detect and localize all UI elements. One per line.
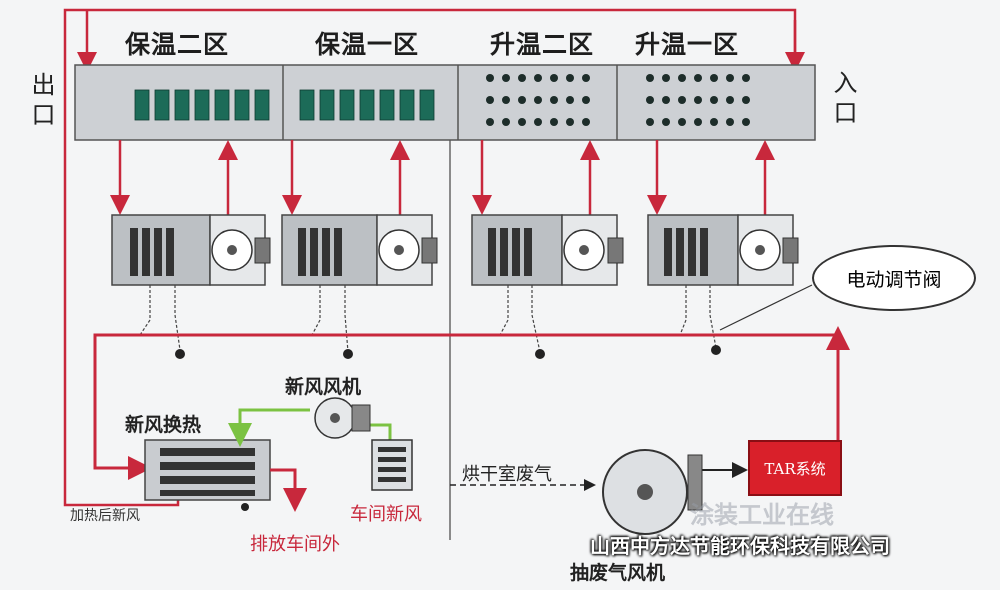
air-handling-unit-3 bbox=[471, 214, 624, 286]
fresh-air-fan-label: 新风风机 bbox=[285, 376, 362, 398]
nozzle-dots bbox=[486, 74, 750, 126]
fresh-air-fan bbox=[314, 397, 371, 439]
zone-label-heat-1: 升温一区 bbox=[635, 30, 740, 59]
company-name: 山西中方达节能环保科技有限公司 bbox=[590, 534, 890, 558]
tar-system: TAR系统 bbox=[748, 440, 842, 496]
air-handling-unit-2 bbox=[281, 214, 438, 286]
outlet-label: 出口 bbox=[27, 72, 55, 132]
air-handling-unit-4 bbox=[647, 214, 799, 286]
valve-actuators bbox=[175, 345, 721, 359]
heat-exchanger-label: 新风换热 bbox=[125, 414, 202, 436]
valve-branches bbox=[139, 285, 717, 353]
heated-fresh-air-label: 加热后新风 bbox=[70, 508, 140, 524]
discharge-outside-label: 排放车间外 bbox=[250, 534, 340, 555]
watermark: 涂装工业在线 bbox=[690, 501, 834, 529]
zone-label-hold-1: 保温一区 bbox=[315, 30, 420, 59]
workshop-fresh-air-label: 车间新风 bbox=[350, 504, 422, 525]
drying-exhaust-label: 烘干室废气 bbox=[462, 464, 552, 485]
zone-label-heat-2: 升温二区 bbox=[490, 30, 595, 59]
fresh-air-green-line bbox=[370, 423, 392, 445]
exhaust-fan bbox=[602, 449, 703, 535]
discharge-arrow bbox=[270, 468, 307, 512]
zone-label-hold-2: 保温二区 bbox=[125, 30, 230, 59]
valve-callout-pointer bbox=[719, 284, 813, 331]
inlet-label: 入口 bbox=[829, 70, 857, 130]
fan-to-exchanger-green bbox=[228, 408, 310, 447]
outer-loop-line bbox=[63, 8, 797, 507]
valve-callout: 电动调节阀 bbox=[812, 245, 976, 311]
fresh-air-heat-exchanger bbox=[144, 439, 271, 501]
air-handling-unit-1 bbox=[111, 214, 271, 286]
heater-grilles bbox=[134, 89, 435, 121]
exhaust-fan-label: 抽废气风机 bbox=[570, 562, 666, 584]
circulation-arrows bbox=[110, 140, 775, 215]
workshop-fresh-air-cabinet bbox=[371, 439, 413, 491]
